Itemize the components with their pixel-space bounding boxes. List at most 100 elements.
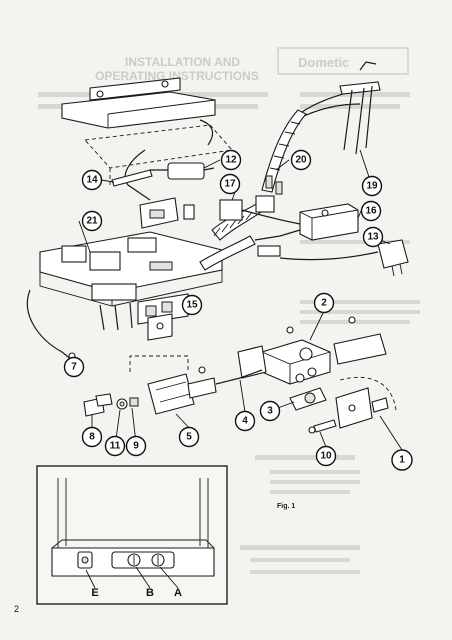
switch-key	[161, 301, 173, 313]
supply-cable-loom	[261, 61, 381, 195]
callout-5: 5	[178, 426, 200, 448]
bleed-title-line-2: OPERATING INSTRUCTIONS	[95, 69, 259, 83]
igniter-button	[304, 392, 316, 404]
adjustment-screw	[308, 419, 337, 434]
callout-number: 21	[86, 216, 98, 227]
ignition-body	[167, 162, 205, 180]
plug-tip	[359, 61, 377, 71]
conduit-segment	[199, 235, 256, 271]
callout-number: 16	[365, 206, 377, 217]
relay-left	[61, 245, 87, 263]
callout-number: 2	[321, 298, 327, 309]
mains-cable	[279, 251, 379, 261]
thermocouple-wire	[199, 119, 214, 146]
thermostat-wire	[241, 209, 301, 225]
fixing-screw	[348, 316, 356, 324]
callout-4: 4	[234, 410, 256, 432]
callout-14: 14	[81, 169, 103, 191]
callout-number: 3	[267, 406, 273, 417]
terminal-block	[183, 204, 195, 220]
control-board	[26, 231, 223, 361]
ignition-wire	[150, 167, 215, 171]
thermostat-box	[299, 203, 359, 241]
burner-outline	[84, 124, 233, 169]
electrode-body	[111, 169, 153, 187]
valve-nozzle	[187, 377, 217, 399]
valve-port	[299, 347, 313, 361]
callout-19: 19	[361, 175, 383, 197]
mains-lead	[257, 239, 409, 277]
leader-b	[135, 566, 151, 589]
leader-14	[100, 179, 115, 183]
bracket-hole	[348, 404, 356, 412]
valve-outline	[129, 355, 189, 372]
callout-10: 10	[315, 445, 337, 467]
electrode-probe	[111, 169, 195, 229]
electrode-clip	[149, 209, 165, 219]
bleed-line	[300, 300, 420, 304]
bracket-screw	[96, 90, 104, 98]
cable-clip	[275, 181, 283, 195]
bleed-title-line-1: INSTALLATION AND	[125, 55, 240, 69]
bleed-line	[270, 490, 350, 494]
ignition-unit	[150, 162, 215, 180]
supply-wire	[303, 103, 361, 117]
harness-wires	[99, 302, 133, 331]
leader-10	[319, 431, 327, 448]
callout-17: 17	[219, 173, 241, 195]
cable-connector	[257, 245, 281, 257]
callout-number: 19	[366, 181, 378, 192]
bleed-line	[250, 570, 360, 574]
callout-number: 20	[295, 155, 307, 166]
switch-key	[145, 305, 157, 317]
bleed-line	[300, 92, 410, 97]
cabinet-sides	[57, 478, 209, 548]
bleed-line	[255, 455, 355, 460]
relay-top	[127, 237, 157, 253]
bleed-line	[300, 320, 410, 324]
inset-label-b: B	[146, 587, 154, 599]
callout-13: 13	[362, 226, 384, 248]
valve-screw	[198, 366, 206, 374]
probe-cable	[26, 289, 73, 361]
burner-shield-assembly	[61, 77, 233, 201]
control-knob-shaft	[119, 401, 125, 407]
callout-number: 11	[110, 441, 121, 452]
panel-top-edge	[51, 539, 215, 549]
mounting-bracket	[335, 376, 397, 429]
callout-number: 15	[186, 300, 198, 311]
valve-face	[237, 345, 267, 379]
mains-plug	[377, 239, 409, 269]
switch-assembly	[137, 293, 189, 341]
plug-pins	[391, 263, 403, 277]
callout-12: 12	[220, 149, 242, 171]
callout-number: 14	[86, 175, 98, 186]
inset-frame	[36, 465, 228, 605]
thermostat-module	[219, 195, 359, 241]
loom-ribs	[269, 121, 301, 171]
fuse-holder	[255, 195, 275, 213]
callout-1: 1	[391, 449, 413, 471]
bleed-line	[300, 310, 420, 314]
connector-housing	[339, 81, 381, 95]
callout-number: 8	[89, 432, 95, 443]
inset-label-a: A	[174, 587, 182, 599]
bleed-line	[300, 240, 410, 244]
harness-branch	[254, 229, 301, 241]
gas-fitting-nut	[95, 393, 113, 407]
callout-number: 17	[224, 179, 236, 190]
leader-20	[275, 159, 290, 171]
gas-fittings	[83, 393, 139, 417]
bleed-line	[240, 545, 360, 550]
callout-number: 13	[367, 232, 379, 243]
callout-number: 9	[133, 441, 139, 452]
bracket-edges	[261, 351, 331, 384]
cover-plate	[333, 333, 387, 365]
figure-label: Fig. 1	[277, 503, 295, 510]
thermostat-knob	[321, 209, 329, 217]
callout-3: 3	[259, 400, 281, 422]
shield-edge	[61, 99, 216, 128]
callout-9: 9	[125, 435, 147, 457]
callout-number: 5	[186, 432, 192, 443]
